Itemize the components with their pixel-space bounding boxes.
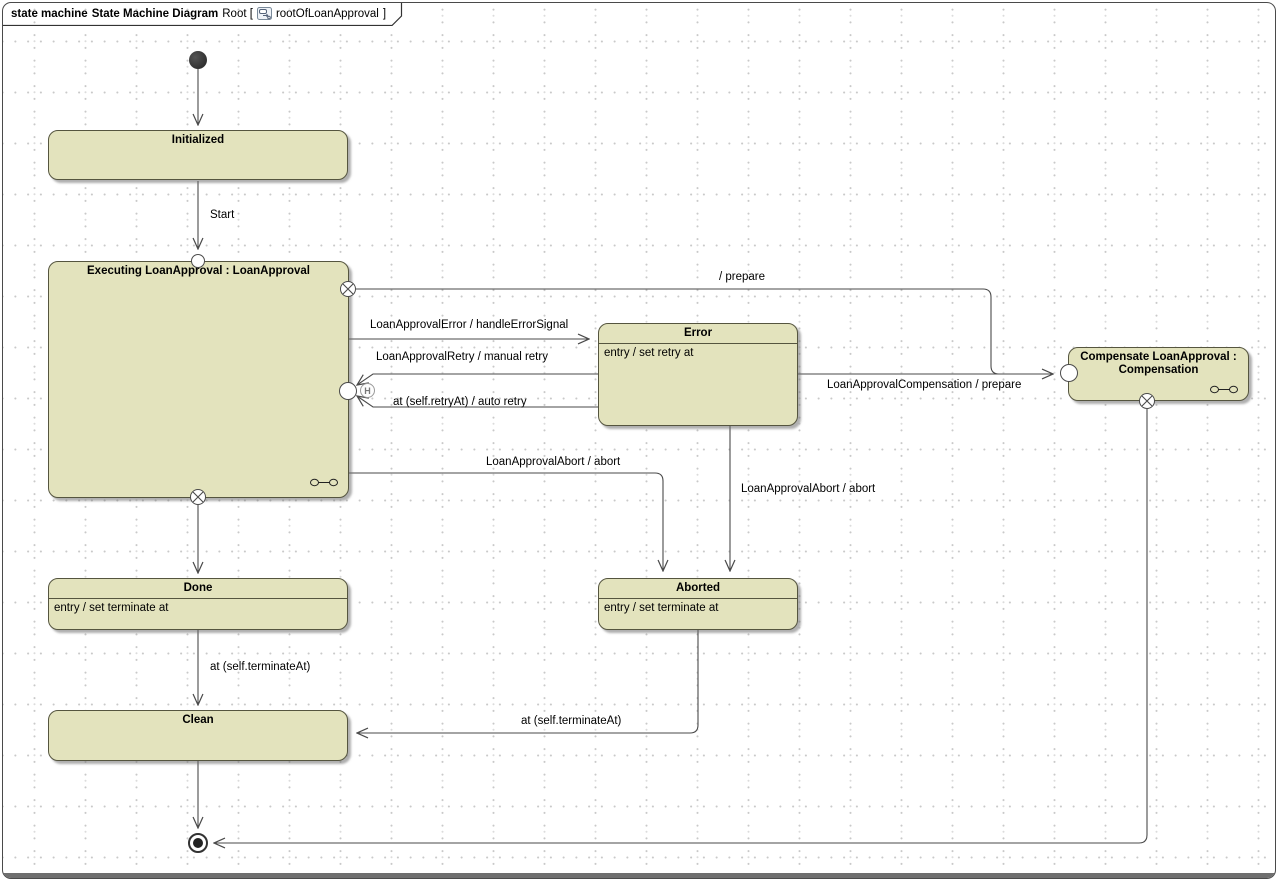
state-title: Executing LoanApproval : LoanApproval [87,265,310,277]
submachine-icon [1210,385,1238,394]
diagram-name-close-bracket: ] [382,7,387,20]
transition-label-manual-retry[interactable]: LoanApprovalRetry / manual retry [376,351,548,363]
canvas-bottom-bar [3,873,1275,878]
exit-point-executing-topright[interactable] [340,281,356,297]
transition-abort-from-executing[interactable] [349,472,663,571]
submachine-icon [310,478,338,487]
state-title: Clean [182,714,214,726]
state-title: Error [683,327,713,339]
diagram-name: rootOfLoanApproval [275,7,379,20]
state-initialized[interactable]: Initialized [48,130,348,180]
state-title: Aborted [675,582,721,594]
transition-label-auto-retry[interactable]: at (self.retryAt) / auto retry [393,396,527,408]
transition-label-compensation[interactable]: LoanApprovalCompensation / prepare [827,379,1022,391]
transition-label-terminate-aborted[interactable]: at (self.terminateAt) [521,715,622,727]
entry-point-executing-top[interactable] [191,254,205,268]
state-machine-diagram-icon [256,7,272,20]
transition-label-abort-executing[interactable]: LoanApprovalAbort / abort [486,456,621,468]
transition-label-abort-error[interactable]: LoanApprovalAbort / abort [741,483,876,495]
transition-label-error-signal[interactable]: LoanApprovalError / handleErrorSignal [370,319,569,331]
state-title: Initialized [171,134,225,146]
state-compensate-loanapproval[interactable]: Compensate LoanApproval : Compensation [1068,347,1249,401]
exit-point-x-icon [192,491,204,503]
initial-pseudostate[interactable] [189,51,207,69]
entry-point-executing-right[interactable] [339,382,357,400]
diagram-title: State Machine Diagram [91,7,219,20]
transition-label-start[interactable]: Start [210,209,235,221]
diagram-header-tab: state machine State Machine Diagram Root… [3,3,403,26]
header-tab-outline [3,3,403,26]
state-compartment-separator [49,598,347,599]
transition-manual-retry[interactable] [357,373,598,385]
state-aborted[interactable]: Aborted entry / set terminate at [598,578,798,630]
final-state-dot [193,838,203,848]
state-done[interactable]: Done entry / set terminate at [48,578,348,630]
state-clean[interactable]: Clean [48,710,348,761]
shallow-history-pseudostate[interactable]: H [360,383,375,398]
entry-point-compensate-left[interactable] [1060,364,1078,382]
exit-point-x-icon [342,283,354,295]
state-entry-activity: entry / set terminate at [54,602,169,614]
state-title: Compensate LoanApproval : [1080,351,1237,363]
final-state[interactable] [188,833,208,853]
diagram-context-label: Root [ [222,7,253,20]
state-entry-activity: entry / set retry at [604,347,694,359]
state-error[interactable]: Error entry / set retry at [598,323,798,426]
exit-point-x-icon [1141,395,1153,407]
state-title-line2: Compensation [1118,364,1199,376]
transition-label-terminate-done[interactable]: at (self.terminateAt) [210,661,311,673]
state-compartment-separator [599,343,797,344]
exit-point-executing-bottom[interactable] [190,489,206,505]
diagram-kind-label: state machine [11,7,88,20]
transition-label-prepare[interactable]: / prepare [719,271,766,283]
state-entry-activity: entry / set terminate at [604,602,719,614]
exit-point-compensate-bottom[interactable] [1139,393,1155,409]
state-executing-loanapproval[interactable]: Executing LoanApproval : LoanApproval [48,261,349,498]
state-compartment-separator [599,598,797,599]
state-title: Done [183,582,213,594]
